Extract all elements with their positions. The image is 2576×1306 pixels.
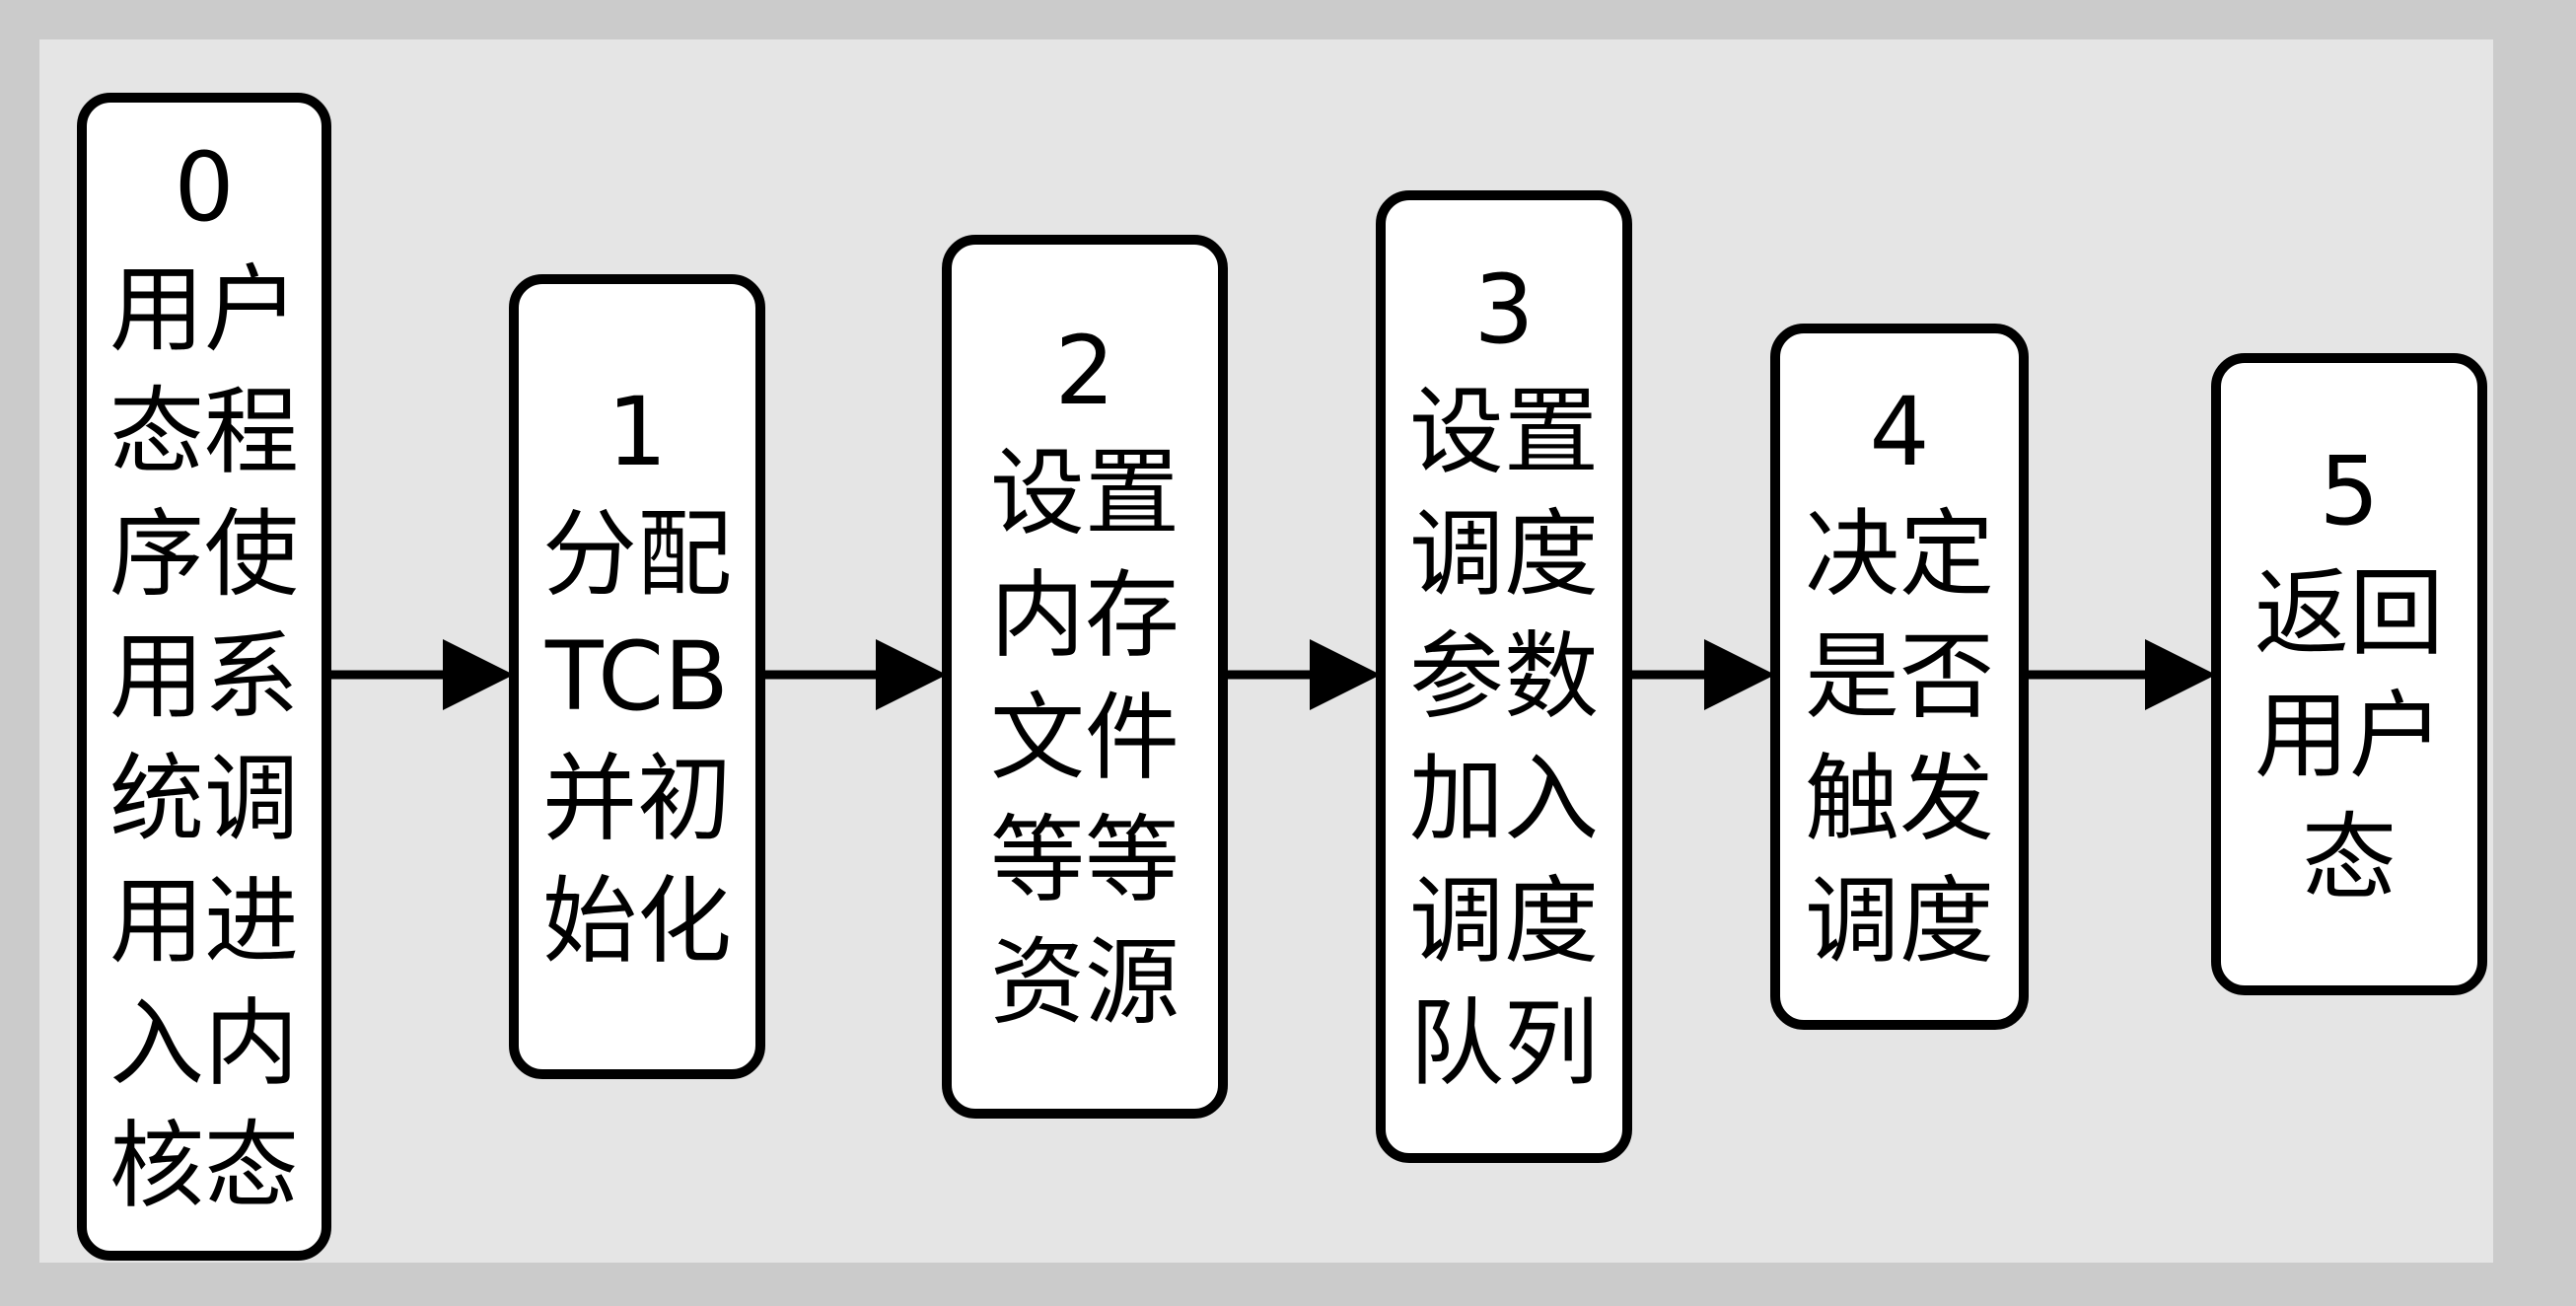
step-3-box: 3 设置 调度 参数 加入 调度 队列 bbox=[1376, 190, 1632, 1163]
step-5-box: 5 返回 用户 态 bbox=[2211, 353, 2487, 995]
step-2-label: 设置 内存 文件 等等 资源 bbox=[990, 438, 1180, 1038]
step-2-box: 2 设置 内存 文件 等等 资源 bbox=[942, 235, 1228, 1119]
step-3-label: 设置 调度 参数 加入 调度 队列 bbox=[1409, 377, 1599, 1099]
step-5-label: 返回 用户 态 bbox=[2254, 557, 2444, 913]
step-4-box: 4 决定 是否 触发 调度 bbox=[1770, 324, 2029, 1030]
step-1-number: 1 bbox=[607, 377, 668, 487]
step-2-number: 2 bbox=[1054, 316, 1115, 426]
step-4-number: 4 bbox=[1869, 377, 1930, 487]
step-4-label: 决定 是否 触发 调度 bbox=[1805, 499, 1994, 977]
step-0-box: 0 用户 态程 序使 用系 统调 用进 入内 核态 bbox=[77, 93, 331, 1261]
step-5-number: 5 bbox=[2319, 435, 2380, 546]
step-0-number: 0 bbox=[174, 132, 235, 243]
step-1-label: 分配 TCB 并初 始化 bbox=[542, 499, 732, 977]
step-1-box: 1 分配 TCB 并初 始化 bbox=[509, 274, 765, 1079]
step-0-label: 用户 态程 序使 用系 统调 用进 入内 核态 bbox=[109, 254, 299, 1221]
step-3-number: 3 bbox=[1473, 254, 1535, 365]
